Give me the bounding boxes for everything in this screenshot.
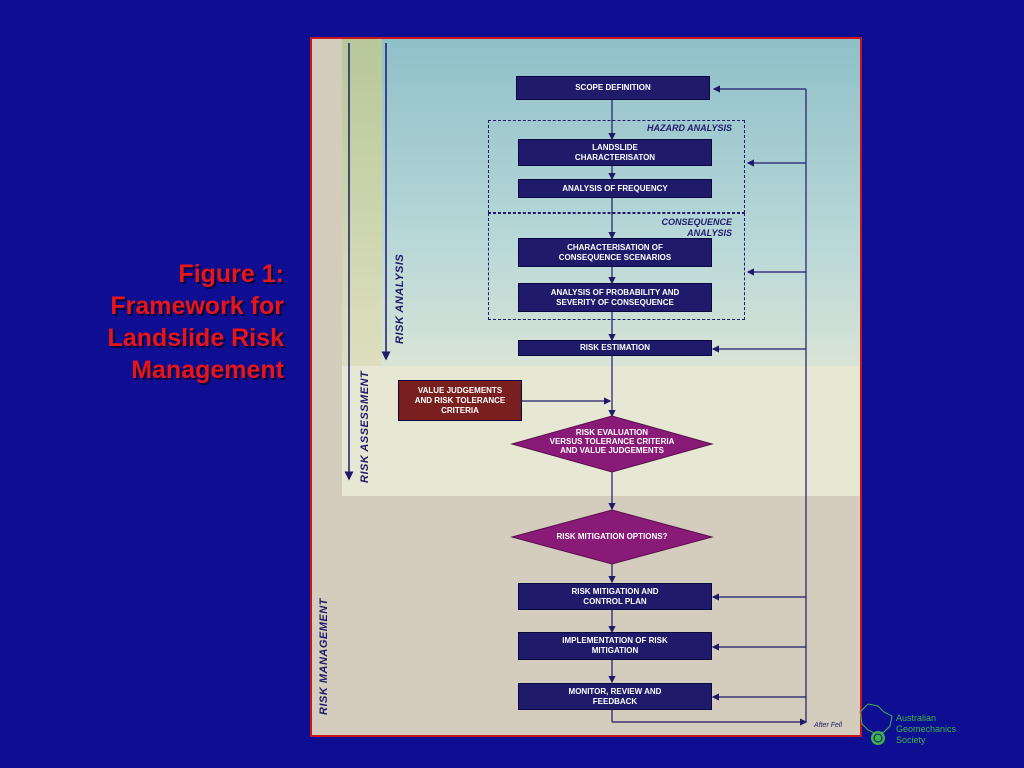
node-label: CONSEQUENCE SCENARIOS — [558, 252, 672, 262]
node-label: RISK EVALUATION — [575, 428, 649, 437]
node-label: MONITOR, REVIEW AND — [568, 686, 662, 696]
node-label: CHARACTERISATION OF — [567, 242, 663, 252]
mitigation-options-diamond — [510, 509, 714, 565]
globe-icon — [871, 731, 885, 745]
node-label: ANALYSIS OF PROBABILITY AND — [550, 287, 680, 297]
risk-evaluation-diamond — [510, 415, 714, 473]
figure-title: Figure 1: Framework for Landslide Risk M… — [24, 258, 284, 386]
title-line: Management — [131, 356, 284, 384]
node-label: VALUE JUDGEMENTS — [417, 385, 503, 395]
node-label: VERSUS TOLERANCE CRITERIA — [549, 437, 675, 446]
consequence-scenarios-node: CHARACTERISATION OF CONSEQUENCE SCENARIO… — [518, 238, 712, 267]
node-label: CRITERIA — [441, 405, 479, 415]
node-label: SCOPE DEFINITION — [575, 83, 651, 92]
node-label: LANDSLIDE — [592, 142, 638, 152]
node-label: MITIGATION — [591, 646, 639, 655]
australia-outline-icon — [859, 703, 893, 735]
node-label: CONTROL PLAN — [583, 596, 647, 606]
logo-line: Geomechanics — [896, 724, 957, 734]
flowchart-frame: HAZARD ANALYSIS CONSEQUENCE ANALYSIS SCO… — [310, 37, 862, 737]
logo-line: Australian — [896, 713, 937, 723]
title-line: Framework for — [110, 292, 284, 320]
hazard-analysis-group — [488, 120, 745, 213]
control-plan-node: RISK MITIGATION AND CONTROL PLAN — [518, 583, 712, 610]
consequence-analysis-label: CONSEQUENCE ANALYSIS — [612, 217, 732, 239]
scope-definition-node: SCOPE DEFINITION — [516, 76, 710, 100]
risk-estimation-node: RISK ESTIMATION — [518, 340, 712, 356]
risk-management-band-label: RISK MANAGEMENT — [318, 598, 330, 715]
title-line: Figure 1: — [178, 260, 284, 288]
monitor-review-node: MONITOR, REVIEW AND FEEDBACK — [518, 683, 712, 710]
node-label: CHARACTERISATON — [574, 152, 656, 162]
consequence-label-line: CONSEQUENCE — [661, 217, 732, 227]
landslide-characterisation-node: LANDSLIDE CHARACTERISATON — [518, 139, 712, 166]
consequence-label-line: ANALYSIS — [687, 228, 732, 238]
node-label: RISK ESTIMATION — [579, 343, 651, 352]
mitigation-options-label: RISK MITIGATION OPTIONS? — [556, 532, 668, 541]
probability-severity-node: ANALYSIS OF PROBABILITY AND SEVERITY OF … — [518, 283, 712, 312]
connector-lines — [344, 43, 808, 726]
risk-assessment-band-label: RISK ASSESSMENT — [359, 370, 371, 483]
node-label: RISK MITIGATION AND — [571, 586, 659, 596]
society-logo-text: Australian Geomechanics Society — [896, 713, 956, 746]
node-label: AND VALUE JUDGEMENTS — [560, 446, 664, 455]
node-label: AND RISK TOLERANCE — [414, 395, 506, 405]
node-label: IMPLEMENTATION OF RISK — [562, 636, 668, 645]
node-label: SEVERITY OF CONSEQUENCE — [556, 297, 674, 307]
frequency-analysis-node: ANALYSIS OF FREQUENCY — [518, 179, 712, 198]
risk-analysis-band-label: RISK ANALYSIS — [394, 253, 406, 344]
title-line: Landslide Risk — [107, 324, 284, 352]
node-label: FEEDBACK — [592, 696, 638, 706]
node-label: ANALYSIS OF FREQUENCY — [562, 183, 668, 193]
source-credit: After Fell — [814, 722, 843, 729]
hazard-analysis-label: HAZARD ANALYSIS — [647, 123, 732, 133]
logo-line: Society — [896, 735, 926, 745]
implementation-node: IMPLEMENTATION OF RISK MITIGATION — [518, 632, 712, 660]
value-judgements-node: VALUE JUDGEMENTS AND RISK TOLERANCE CRIT… — [398, 380, 522, 421]
risk-evaluation-label: RISK EVALUATION VERSUS TOLERANCE CRITERI… — [512, 428, 712, 455]
consequence-analysis-group — [488, 213, 745, 320]
